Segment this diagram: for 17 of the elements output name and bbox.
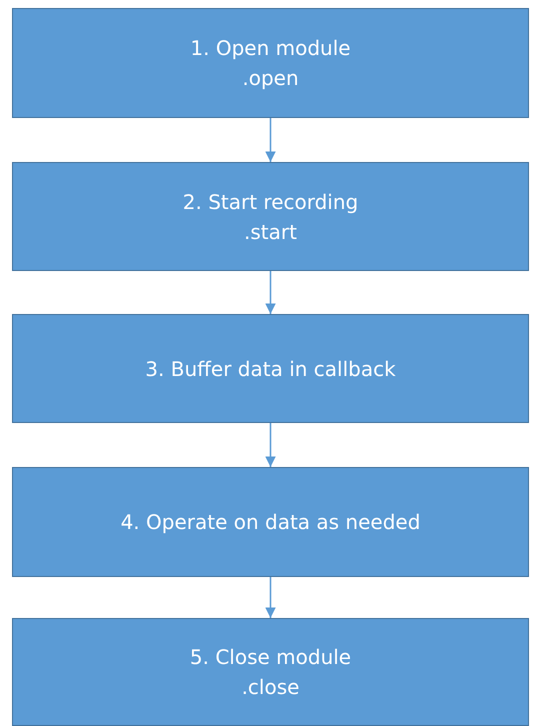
step-label: 1. Open module [190, 35, 351, 62]
step-label: 2. Start recording [182, 188, 358, 216]
step-label: 3. Buffer data in callback [145, 356, 396, 382]
step-label: 4. Operate on data as needed [120, 509, 420, 536]
method-label: .close [242, 674, 300, 701]
arrow [265, 118, 276, 162]
process-box [12, 618, 529, 726]
method-label: .open [242, 65, 299, 92]
process-box [12, 8, 529, 118]
arrow [265, 271, 276, 314]
process-box [12, 314, 529, 423]
process-box [12, 467, 529, 577]
step-label: 5. Close module [190, 644, 352, 671]
arrow [265, 423, 276, 467]
process-box [12, 162, 529, 271]
method-label: .start [244, 218, 297, 246]
arrow [265, 577, 276, 618]
